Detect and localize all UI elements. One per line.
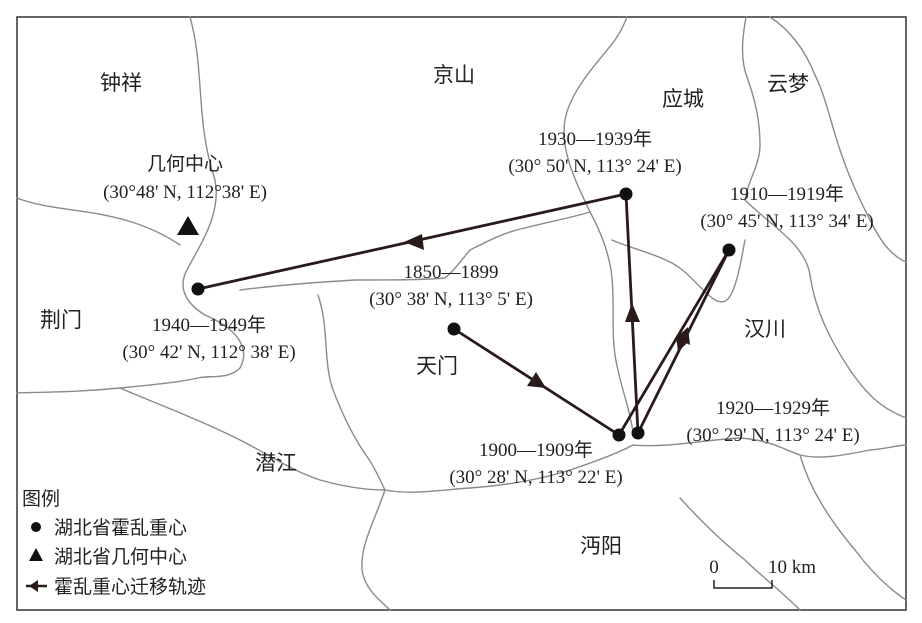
legend-dot-icon [31,522,41,532]
map-frame [16,16,907,611]
centroid-dot-1900 [612,428,626,442]
boundary-yingcheng-yunmeng [741,16,761,201]
centroid-points [191,187,736,442]
place-yingcheng: 应城 [662,87,704,111]
place-labels: 钟祥 京山 应城 云梦 荆门 天门 汉川 潜江 沔阳 [40,63,809,558]
geometric-center-title: 几何中心 [147,153,223,175]
boundary-zhongxiang-jingmen [16,16,245,394]
geometric-center-coord: (30°48' N, 112°38' E) [103,182,267,203]
boundary-yingcheng-hanchuan [611,239,746,303]
place-zhongxiang: 钟祥 [100,71,142,95]
boundary-jingshan-tianmen [239,227,526,291]
migration-tracks [196,192,731,437]
boundary-jingmen-south [16,197,181,246]
legend-title: 图例 [22,488,60,510]
geometric-center-label: 几何中心 (30°48' N, 112°38' E) [103,153,267,203]
legend-item-geocenter: 湖北省几何中心 [54,546,187,568]
centroid-1910-coord: (30° 45' N, 113° 34' E) [700,211,873,232]
boundary-tianmen-west [317,294,386,491]
legend-item-track: 霍乱重心迁移轨迹 [54,576,206,598]
centroid-1900-period: 1900—1909年 [479,439,593,461]
centroid-1930-period: 1930—1939年 [538,128,652,150]
centroid-1940-period: 1940—1949年 [152,314,266,336]
centroid-dot-1910 [722,243,736,257]
place-hanchuan: 汉川 [744,317,786,341]
boundary-mianyang-southeast [679,497,801,611]
boundary-southeast [799,454,907,601]
centroid-1900-coord: (30° 28' N, 113° 22' E) [449,467,622,488]
track-arrowhead-1930-1940 [404,234,424,250]
legend-triangle-icon [29,548,43,561]
county-boundaries [16,16,907,611]
legend-arrow-head-icon [29,580,38,592]
legend-item-centroid: 湖北省霍乱重心 [54,517,187,539]
centroid-dot-1930 [619,187,633,201]
track-arrowhead-1850-1900 [527,372,546,388]
scale-bar-start: 0 [709,557,719,578]
track-arrowhead-1920-1930 [625,303,640,322]
place-mianyang: 沔阳 [580,534,622,558]
boundary-mianyang-south [361,489,391,611]
place-qianjiang: 潜江 [255,451,297,475]
track-arrowhead-1910-1920 [676,336,690,352]
legend: 图例 湖北省霍乱重心 湖北省几何中心 霍乱重心迁移轨迹 [22,488,206,598]
centroid-1930-coord: (30° 50' N, 113° 24' E) [508,156,681,177]
boundary-jingshan-yingcheng [563,16,628,213]
centroid-dot-1940 [191,282,205,296]
place-yunmeng: 云梦 [767,72,809,96]
centroid-dot-1850 [447,322,461,336]
centroid-1910-period: 1910—1919年 [730,183,844,205]
place-jingmen: 荆门 [40,308,82,332]
scale-bar-line [713,580,773,589]
place-jingshan: 京山 [433,63,475,87]
centroid-dot-1920 [631,426,645,440]
boundary-tianmen-north-east [524,211,634,433]
boundary-hanchuan-west [744,199,907,419]
centroid-labels: 1930—1939年 (30° 50' N, 113° 24' E) 1910—… [122,128,873,488]
centroid-1850-coord: (30° 38' N, 113° 5' E) [369,289,533,310]
boundary-yunmeng-east [769,16,907,263]
centroid-1920-period: 1920—1929年 [716,397,830,419]
centroid-1850-period: 1850—1899 [404,262,499,283]
geometric-center-triangle [177,216,199,235]
scale-bar-end: 10 km [768,557,816,578]
centroid-1920-coord: (30° 29' N, 113° 24' E) [686,425,859,446]
place-tianmen: 天门 [416,354,458,378]
scale-bar: 0 10 km [709,557,816,589]
centroid-1940-coord: (30° 42' N, 112° 38' E) [122,342,295,363]
